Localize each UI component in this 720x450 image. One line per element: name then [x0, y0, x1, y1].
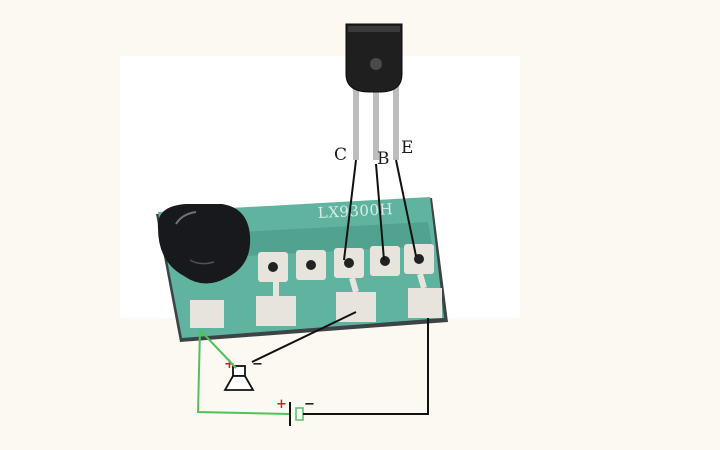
wire-negative-black	[303, 318, 429, 415]
wire-speaker-minus	[251, 311, 357, 363]
speaker: + −	[223, 311, 357, 391]
battery-plus-sign: +	[276, 397, 287, 412]
pad-bottom-1	[190, 300, 224, 328]
battery-minus-sign: −	[304, 397, 315, 412]
pcb-trace-3	[417, 273, 427, 289]
pad-2-hole	[306, 260, 316, 270]
speaker-cone-icon	[223, 375, 255, 391]
pad-4-hole	[380, 256, 390, 266]
wire-collector	[343, 159, 357, 261]
wire-positive-green	[196, 329, 291, 415]
transistor-hole-icon	[370, 58, 382, 70]
pad-bottom-3	[336, 292, 376, 322]
transistor-leg-emitter	[393, 82, 399, 160]
pcb-pads-bottom	[190, 288, 442, 328]
pad-bottom-2	[256, 296, 296, 326]
pin-label-collector: C	[334, 145, 347, 165]
pad-bottom-4	[408, 288, 442, 318]
pcb-module: LX9300H	[156, 197, 448, 342]
pad-1-hole	[268, 262, 278, 272]
transistor	[345, 23, 403, 160]
battery-plate-negative	[295, 407, 304, 421]
pad-5-hole	[414, 254, 424, 264]
speaker-plus-sign: +	[224, 357, 235, 372]
pin-label-emitter: E	[401, 138, 413, 158]
battery: + −	[276, 397, 315, 426]
wire-base	[375, 163, 385, 261]
transistor-leg-collector	[353, 82, 359, 160]
pcb-silkscreen-label: LX9300H	[317, 200, 393, 222]
epoxy-chip-blob	[157, 204, 251, 284]
transistor-body	[345, 23, 403, 93]
epoxy-highlight	[175, 211, 197, 225]
pin-label-base: B	[377, 149, 390, 169]
pad-3-hole	[344, 258, 354, 268]
transistor-highlight	[348, 26, 400, 32]
speaker-minus-sign: −	[252, 357, 263, 372]
pcb-trace-2	[349, 277, 359, 293]
pcb-pads-top	[258, 244, 434, 282]
epoxy-highlight-2	[189, 259, 215, 265]
wire-speaker-plus-green	[199, 329, 237, 369]
transistor-leg-base	[373, 82, 379, 160]
wire-emitter	[395, 159, 417, 257]
